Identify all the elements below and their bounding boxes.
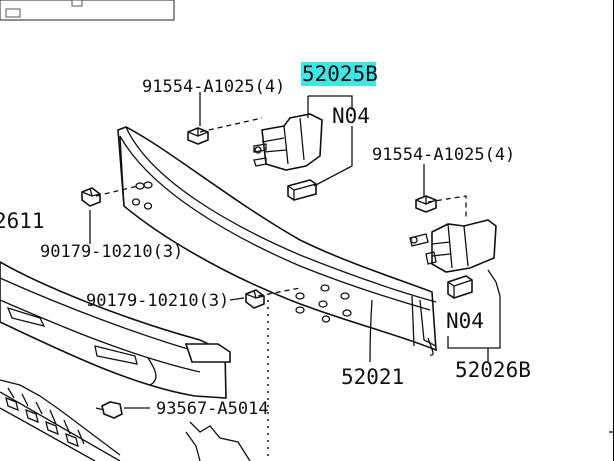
part-highlight — [301, 62, 376, 86]
bumper-cover-drawing — [0, 261, 251, 461]
label-clip[interactable]: 93567-A5014 — [156, 399, 269, 419]
window-fragment — [0, 0, 175, 21]
label-bolt-right[interactable]: 91554-A1025(4) — [372, 145, 515, 165]
leader-lines — [89, 92, 501, 461]
label-52025b[interactable]: 52025B — [302, 62, 378, 86]
label-note-bottom[interactable]: N04 — [446, 309, 484, 333]
lower-bracket-drawing — [409, 219, 497, 299]
fastener-drawings — [81, 127, 437, 419]
label-note-top[interactable]: N04 — [332, 104, 370, 128]
reinforcement-beam-drawing — [117, 126, 437, 356]
label-52026b[interactable]: 52026B — [455, 358, 531, 382]
label-bolt-top[interactable]: 91554-A1025(4) — [142, 77, 285, 97]
upper-bracket-drawing — [253, 113, 323, 201]
label-cover-partial[interactable]: 2611 — [0, 209, 45, 233]
label-nut-left[interactable]: 90179-10210(3) — [40, 242, 183, 262]
label-nut-mid[interactable]: 90179-10210(3) — [86, 291, 229, 311]
label-52021[interactable]: 52021 — [341, 365, 404, 389]
